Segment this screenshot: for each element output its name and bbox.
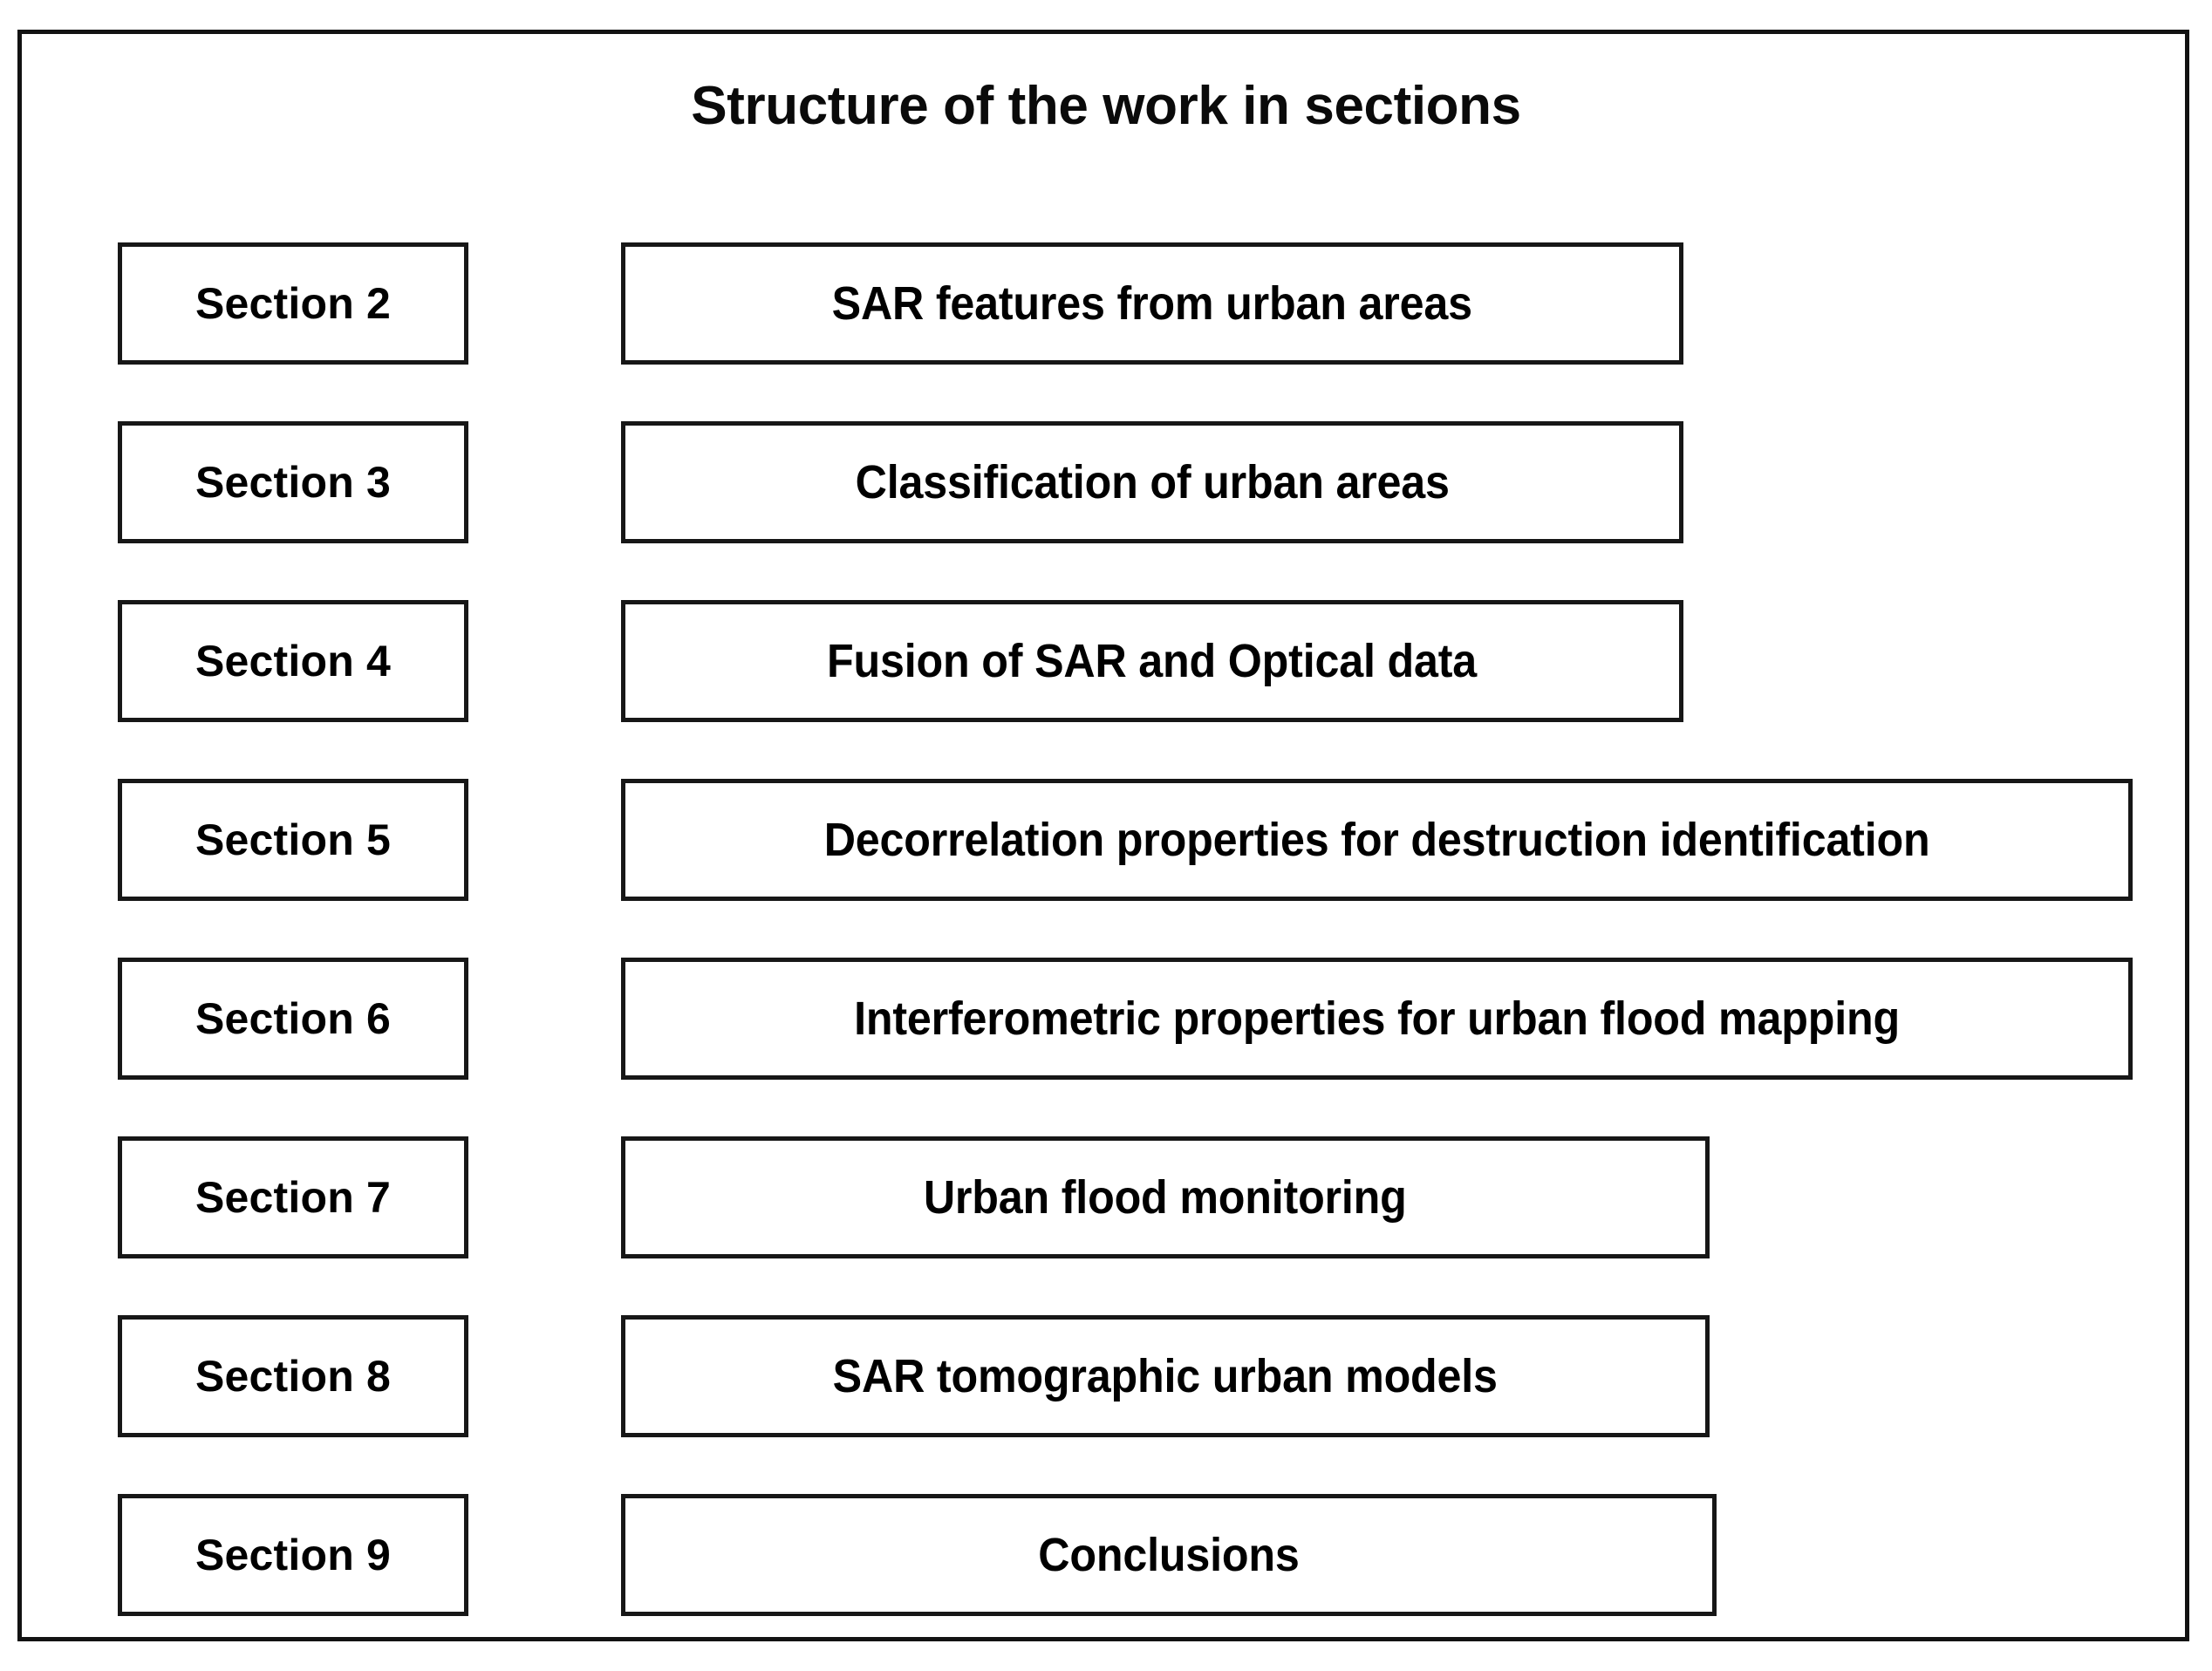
topic-box-7[interactable]: Urban flood monitoring xyxy=(621,1136,1710,1258)
section-box-8[interactable]: Section 8 xyxy=(118,1315,468,1437)
section-label: Section 8 xyxy=(195,1352,392,1401)
topic-label: SAR features from urban areas xyxy=(831,277,1473,330)
topic-box-4[interactable]: Fusion of SAR and Optical data xyxy=(621,600,1683,722)
section-label: Section 6 xyxy=(195,994,392,1043)
section-label: Section 3 xyxy=(195,458,392,507)
diagram-row: Section 4 Fusion of SAR and Optical data xyxy=(0,600,2212,722)
section-label: Section 5 xyxy=(195,815,392,864)
topic-label: Conclusions xyxy=(1038,1529,1300,1581)
diagram-row: Section 5 Decorrelation properties for d… xyxy=(0,779,2212,901)
section-box-2[interactable]: Section 2 xyxy=(118,242,468,365)
topic-box-2[interactable]: SAR features from urban areas xyxy=(621,242,1683,365)
topic-label: Decorrelation properties for destruction… xyxy=(823,814,1930,866)
section-box-6[interactable]: Section 6 xyxy=(118,958,468,1080)
diagram-row: Section 9 Conclusions xyxy=(0,1494,2212,1616)
section-label: Section 9 xyxy=(195,1531,392,1579)
diagram-row: Section 6 Interferometric properties for… xyxy=(0,958,2212,1080)
section-box-9[interactable]: Section 9 xyxy=(118,1494,468,1616)
diagram-row: Section 8 SAR tomographic urban models xyxy=(0,1315,2212,1437)
diagram-row: Section 7 Urban flood monitoring xyxy=(0,1136,2212,1258)
section-label: Section 2 xyxy=(195,279,392,328)
topic-box-6[interactable]: Interferometric properties for urban flo… xyxy=(621,958,2133,1080)
topic-box-9[interactable]: Conclusions xyxy=(621,1494,1717,1616)
section-box-3[interactable]: Section 3 xyxy=(118,421,468,543)
topic-box-8[interactable]: SAR tomographic urban models xyxy=(621,1315,1710,1437)
section-box-4[interactable]: Section 4 xyxy=(118,600,468,722)
topic-box-5[interactable]: Decorrelation properties for destruction… xyxy=(621,779,2133,901)
topic-label: SAR tomographic urban models xyxy=(832,1350,1499,1402)
page-title: Structure of the work in sections xyxy=(691,76,1521,136)
section-box-7[interactable]: Section 7 xyxy=(118,1136,468,1258)
diagram-row: Section 3 Classification of urban areas xyxy=(0,421,2212,543)
topic-box-3[interactable]: Classification of urban areas xyxy=(621,421,1683,543)
topic-label: Interferometric properties for urban flo… xyxy=(854,992,1900,1045)
section-label: Section 7 xyxy=(195,1173,392,1222)
topic-label: Urban flood monitoring xyxy=(924,1171,1407,1224)
section-box-5[interactable]: Section 5 xyxy=(118,779,468,901)
topic-label: Classification of urban areas xyxy=(855,456,1450,508)
section-label: Section 4 xyxy=(195,637,392,685)
topic-label: Fusion of SAR and Optical data xyxy=(827,635,1478,687)
diagram-row: Section 2 SAR features from urban areas xyxy=(0,242,2212,365)
